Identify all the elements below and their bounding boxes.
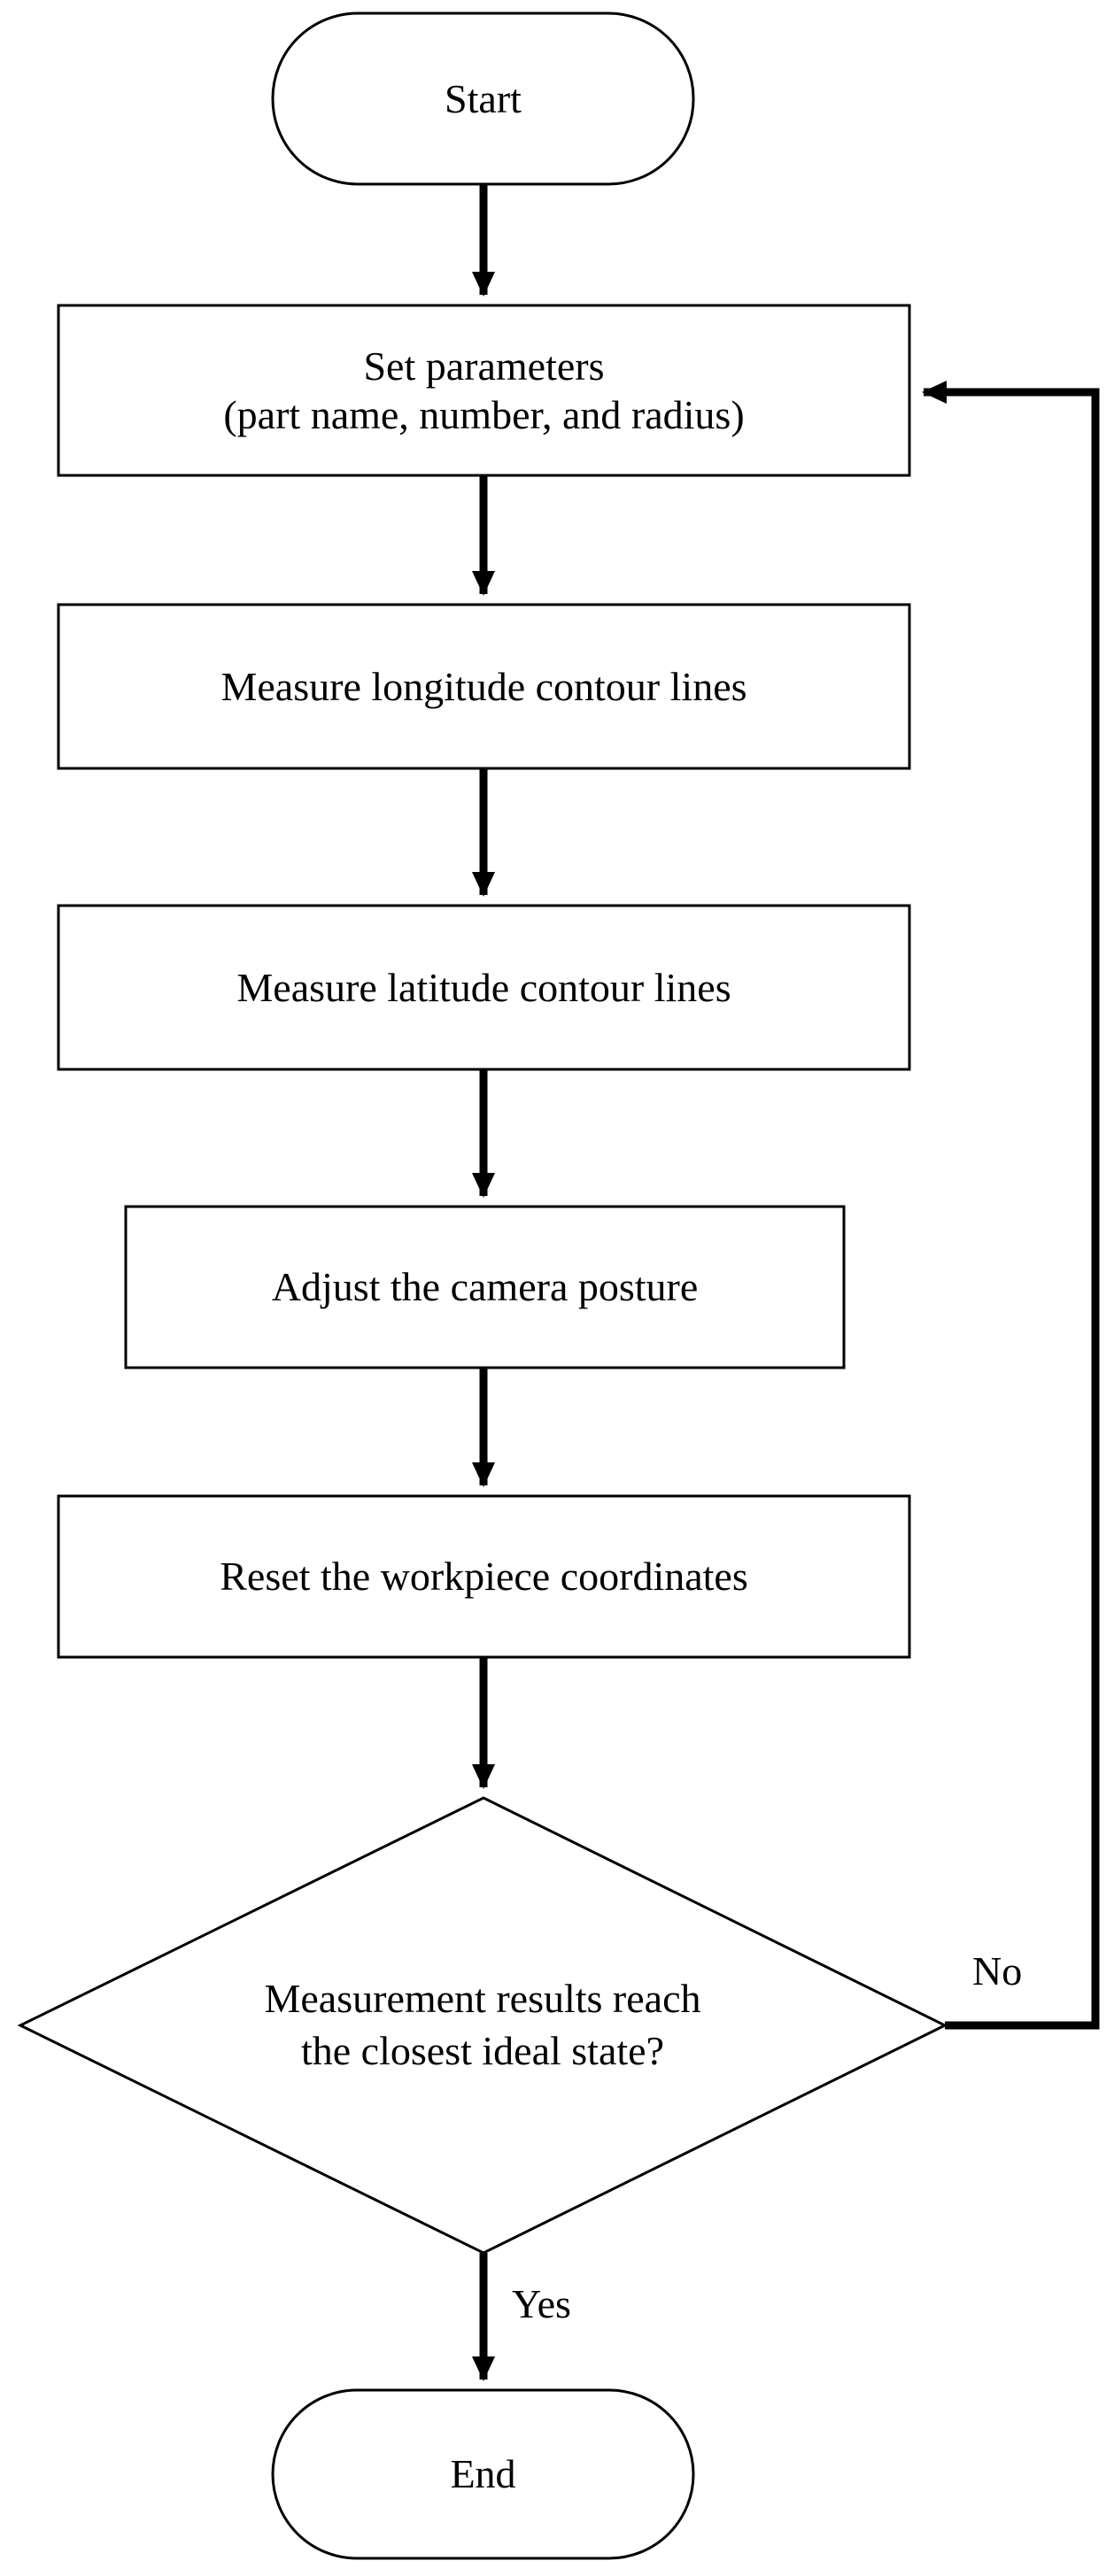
node-shape-measure-latitude (57, 904, 911, 1071)
node-shape-adjust-camera (124, 1205, 846, 1369)
node-shape-reset-workpiece (57, 1494, 911, 1659)
node-shape-start (271, 12, 695, 186)
edge-label-no: No (972, 1948, 1023, 1994)
node-shape-decision (17, 1796, 948, 2255)
edge-label-yes: Yes (512, 2281, 571, 2326)
edge-decision-to-set-parameters-no (922, 381, 1100, 2030)
node-shape-set-parameters (57, 304, 911, 477)
node-shape-measure-longitude (57, 603, 911, 770)
node-shape-end (271, 2388, 695, 2560)
